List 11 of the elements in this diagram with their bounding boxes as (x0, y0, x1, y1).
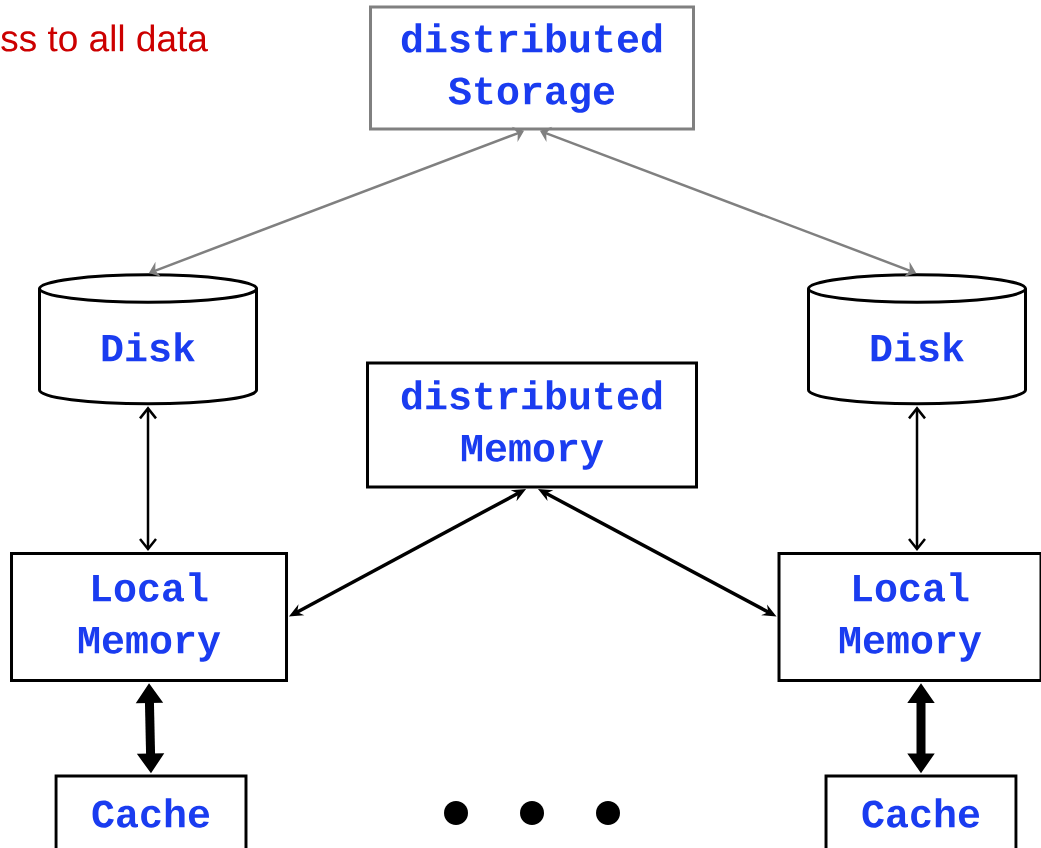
process-box: Local Memory (10, 552, 288, 682)
disk-cylinder: Disk (807, 273, 1027, 406)
process-box: distributed Memory (366, 361, 698, 489)
process-box: Cache (54, 774, 248, 848)
disk-cylinder: Disk (38, 273, 258, 406)
process-box: Local Memory (777, 552, 1041, 682)
heading-text: ss to all data (1, 24, 208, 52)
arrow (139, 406, 157, 551)
process-box: Cache (824, 774, 1018, 848)
process-box: distributed Storage (369, 5, 695, 131)
arrow (908, 406, 926, 551)
